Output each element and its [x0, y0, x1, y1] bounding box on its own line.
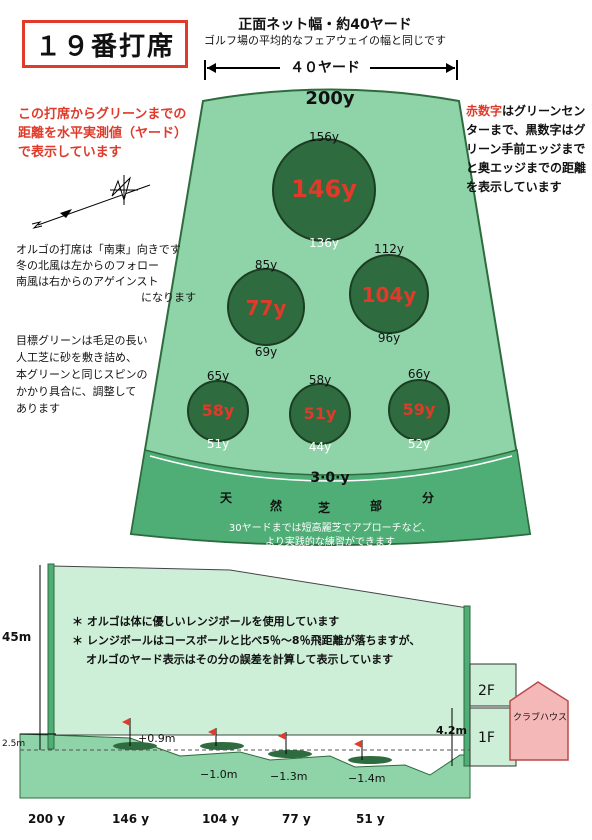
- clubhouse-label: クラブハウス: [512, 713, 567, 723]
- elevation-label: −1.0m: [200, 768, 238, 781]
- flag-icon: [113, 718, 157, 750]
- distance-77-label: 77 y: [282, 812, 311, 826]
- green-front-label: 69y: [254, 345, 278, 359]
- distance-146-label: 146 y: [112, 812, 150, 826]
- clubhouse-icon: [509, 681, 569, 761]
- green-back-label: 112y: [373, 242, 404, 256]
- green-front-label: 96y: [377, 331, 401, 345]
- green-back-label: 156y: [308, 130, 339, 144]
- elevation-label: −1.3m: [270, 770, 308, 783]
- building-floor-2: [469, 663, 517, 707]
- green-center-label: 51y: [303, 404, 337, 423]
- green-back-label: 65y: [206, 369, 230, 383]
- natural-char: 然: [270, 499, 283, 513]
- green-front-label: 52y: [407, 437, 431, 451]
- natural-note-line1: 30ヤードまでは短高麗芝でアプローチなど、: [228, 523, 432, 534]
- green-center-label: 104y: [361, 283, 417, 307]
- green-center-label: 59y: [402, 400, 436, 419]
- green-front-label: 51y: [206, 437, 230, 451]
- green-back-label: 66y: [407, 367, 431, 381]
- green-front-label: 136y: [308, 236, 339, 250]
- floor-2f-label: 2F: [478, 683, 495, 699]
- net-width-heading: 正面ネット幅・約40ヤード: [238, 17, 412, 33]
- profile-diagram: [19, 563, 569, 799]
- net-width-subheading: ゴルフ場の平均的なフェアウェイの幅と同じです: [204, 34, 446, 47]
- green-104: [349, 254, 429, 334]
- natural-char: 分: [422, 491, 435, 505]
- distance-104-label: 104 y: [202, 812, 240, 826]
- green-59: [388, 379, 450, 441]
- natural-char: 芝: [318, 501, 331, 515]
- green-58: [187, 380, 249, 442]
- natural-char: 天: [220, 491, 233, 505]
- flag-icon: [200, 728, 244, 750]
- field-diagram: [31, 60, 532, 546]
- height-45m-label: 45m: [2, 630, 32, 644]
- elevation-label: −1.4m: [348, 772, 386, 785]
- top-distance-label: 200y: [305, 88, 355, 109]
- page-title: １９番打席: [22, 20, 188, 68]
- red-number-word: 赤数字: [466, 104, 503, 118]
- green-146: [272, 138, 376, 242]
- direction-note: オルゴの打席は「南東」向きです 冬の北風は左からのフォロー 南風は右からのアゲイ…: [16, 243, 196, 304]
- green-center-label: 146y: [291, 175, 357, 203]
- compass-icon: [31, 175, 151, 229]
- green-note: 目標グリーンは毛足の長い 人工芝に砂を敷き詰め、 本グリーンと同じスピンの かか…: [16, 334, 148, 415]
- green-center-label: 58y: [201, 401, 235, 420]
- green-77: [227, 268, 305, 346]
- height-4-2m-label: 4.2m: [436, 724, 467, 737]
- green-back-label: 85y: [254, 258, 278, 272]
- natural-char: 部: [370, 499, 383, 513]
- range-ball-notes: ＊ オルゴは体に優しいレンジボールを使用しています ＊ レンジボールはコースボー…: [72, 615, 421, 666]
- green-back-label: 58y: [308, 373, 332, 387]
- width-label: ４０ヤード: [280, 57, 370, 77]
- green-front-label: 44y: [308, 440, 332, 454]
- distance-51-label: 51 y: [356, 812, 385, 826]
- left-pole: [47, 563, 55, 750]
- distance-200-label: 200 y: [28, 812, 66, 826]
- floor-1f-label: 1F: [478, 730, 495, 746]
- flag-icon: [268, 732, 312, 758]
- number-color-note: 赤数字はグリーンセンターまで、黒数字はグリーン手前エッジまでと奥エッジまでの距離…: [466, 104, 587, 194]
- green-center-label: 77y: [245, 296, 287, 320]
- green-51: [289, 383, 351, 445]
- height-2-5m-label: 2.5m: [2, 739, 26, 749]
- measurement-note: この打席からグリーンまでの距離を水平実測値（ヤード）で表示しています: [18, 107, 188, 160]
- flag-icon: [348, 740, 392, 764]
- natural-note-line2: より実践的な練習ができます: [265, 537, 395, 548]
- elevation-label: +0.9m: [138, 732, 176, 745]
- thirty-yard-label: 3·0·y: [310, 470, 350, 486]
- building-floor-1: [469, 707, 517, 767]
